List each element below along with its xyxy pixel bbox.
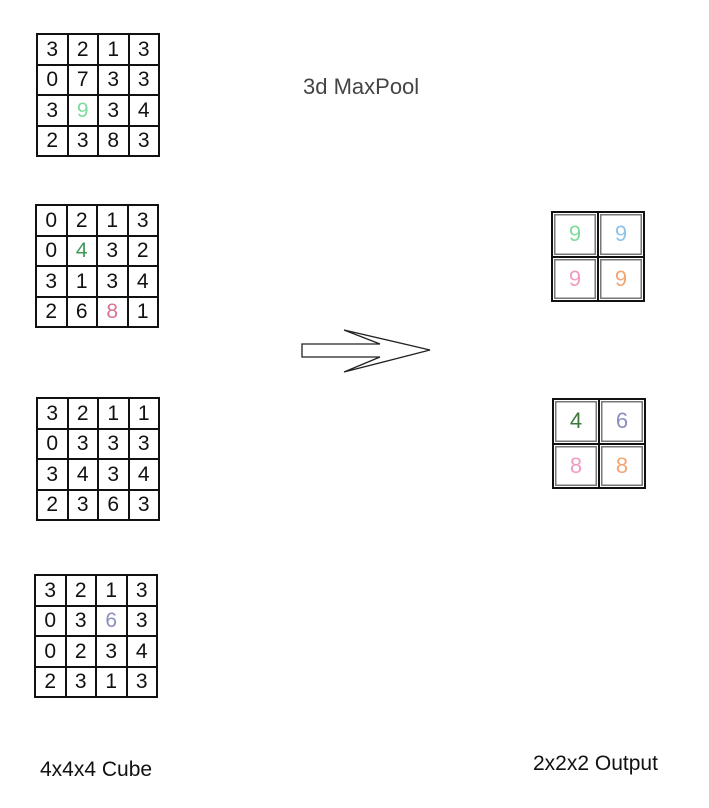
grid-cell: 8 bbox=[600, 444, 644, 487]
grid-cell: 3 bbox=[127, 606, 156, 635]
grid-cell: 3 bbox=[99, 429, 128, 458]
grid-cell: 9 bbox=[599, 257, 643, 300]
grid-cell: 2 bbox=[37, 297, 66, 326]
grid-cell: 3 bbox=[97, 637, 126, 666]
grid-cell: 8 bbox=[98, 297, 127, 326]
grid-cell: 3 bbox=[98, 236, 127, 265]
grid-cell: 4 bbox=[129, 96, 158, 125]
grid-cell: 3 bbox=[66, 667, 95, 696]
grid-cell: 1 bbox=[67, 267, 96, 296]
grid-cell: 0 bbox=[37, 206, 66, 235]
grid-cell: 3 bbox=[129, 65, 158, 94]
grid-cell: 1 bbox=[97, 576, 126, 605]
grid-cell: 3 bbox=[129, 490, 158, 519]
grid-cell: 1 bbox=[99, 399, 128, 428]
grid-cell: 1 bbox=[129, 399, 158, 428]
grid-cell: 3 bbox=[66, 606, 95, 635]
grid-cell: 1 bbox=[99, 35, 128, 64]
grid-cell: 3 bbox=[99, 460, 128, 489]
grid-cell: 1 bbox=[128, 297, 157, 326]
grid-cell: 3 bbox=[99, 96, 128, 125]
grid-cell: 6 bbox=[97, 606, 126, 635]
grid-cell: 3 bbox=[37, 267, 66, 296]
grid-cell: 3 bbox=[68, 126, 97, 155]
grid-cell: 0 bbox=[36, 606, 65, 635]
output-label: 2x2x2 Output bbox=[533, 752, 658, 775]
diagram-title: 3d MaxPool bbox=[303, 74, 420, 99]
grid-cell: 3 bbox=[38, 399, 67, 428]
grid-cell: 2 bbox=[66, 637, 95, 666]
grid-cell: 2 bbox=[128, 236, 157, 265]
grid-cell: 3 bbox=[128, 206, 157, 235]
grid-cell: 0 bbox=[36, 637, 65, 666]
right-arrow-icon bbox=[301, 329, 431, 373]
grid-cell: 0 bbox=[37, 236, 66, 265]
grid-cell: 1 bbox=[98, 206, 127, 235]
grid-cell: 9 bbox=[599, 213, 643, 256]
grid-cell: 4 bbox=[127, 637, 156, 666]
grid-cell: 3 bbox=[38, 460, 67, 489]
grid-cell: 6 bbox=[600, 400, 644, 443]
grid-cell: 9 bbox=[553, 257, 597, 300]
grid-cell: 4 bbox=[128, 267, 157, 296]
grid-cell: 2 bbox=[38, 490, 67, 519]
grid-cell: 3 bbox=[38, 96, 67, 125]
grid-cell: 3 bbox=[99, 65, 128, 94]
grid-cell: 3 bbox=[129, 429, 158, 458]
grid-cell: 4 bbox=[554, 400, 598, 443]
grid-cell: 2 bbox=[68, 35, 97, 64]
grid-cell: 9 bbox=[68, 96, 97, 125]
grid-cell: 6 bbox=[99, 490, 128, 519]
grid-cell: 2 bbox=[68, 399, 97, 428]
grid-cell: 3 bbox=[38, 35, 67, 64]
grid-cell: 4 bbox=[67, 236, 96, 265]
grid-cell: 7 bbox=[68, 65, 97, 94]
grid-cell: 2 bbox=[38, 126, 67, 155]
grid-cell: 4 bbox=[68, 460, 97, 489]
grid-cell: 3 bbox=[127, 667, 156, 696]
grid-cell: 2 bbox=[36, 667, 65, 696]
grid-cell: 8 bbox=[99, 126, 128, 155]
grid-cell: 3 bbox=[129, 35, 158, 64]
input-label: 4x4x4 Cube bbox=[40, 758, 153, 781]
grid-cell: 3 bbox=[36, 576, 65, 605]
grid-cell: 8 bbox=[554, 444, 598, 487]
grid-cell: 9 bbox=[553, 213, 597, 256]
grid-cell: 3 bbox=[129, 126, 158, 155]
grid-cell: 2 bbox=[66, 576, 95, 605]
grid-cell: 3 bbox=[127, 576, 156, 605]
grid-cell: 4 bbox=[129, 460, 158, 489]
grid-cell: 3 bbox=[98, 267, 127, 296]
grid-cell: 6 bbox=[67, 297, 96, 326]
grid-cell: 0 bbox=[38, 429, 67, 458]
grid-cell: 3 bbox=[68, 429, 97, 458]
grid-cell: 3 bbox=[68, 490, 97, 519]
grid-cell: 1 bbox=[97, 667, 126, 696]
grid-cell: 2 bbox=[67, 206, 96, 235]
grid-cell: 0 bbox=[38, 65, 67, 94]
